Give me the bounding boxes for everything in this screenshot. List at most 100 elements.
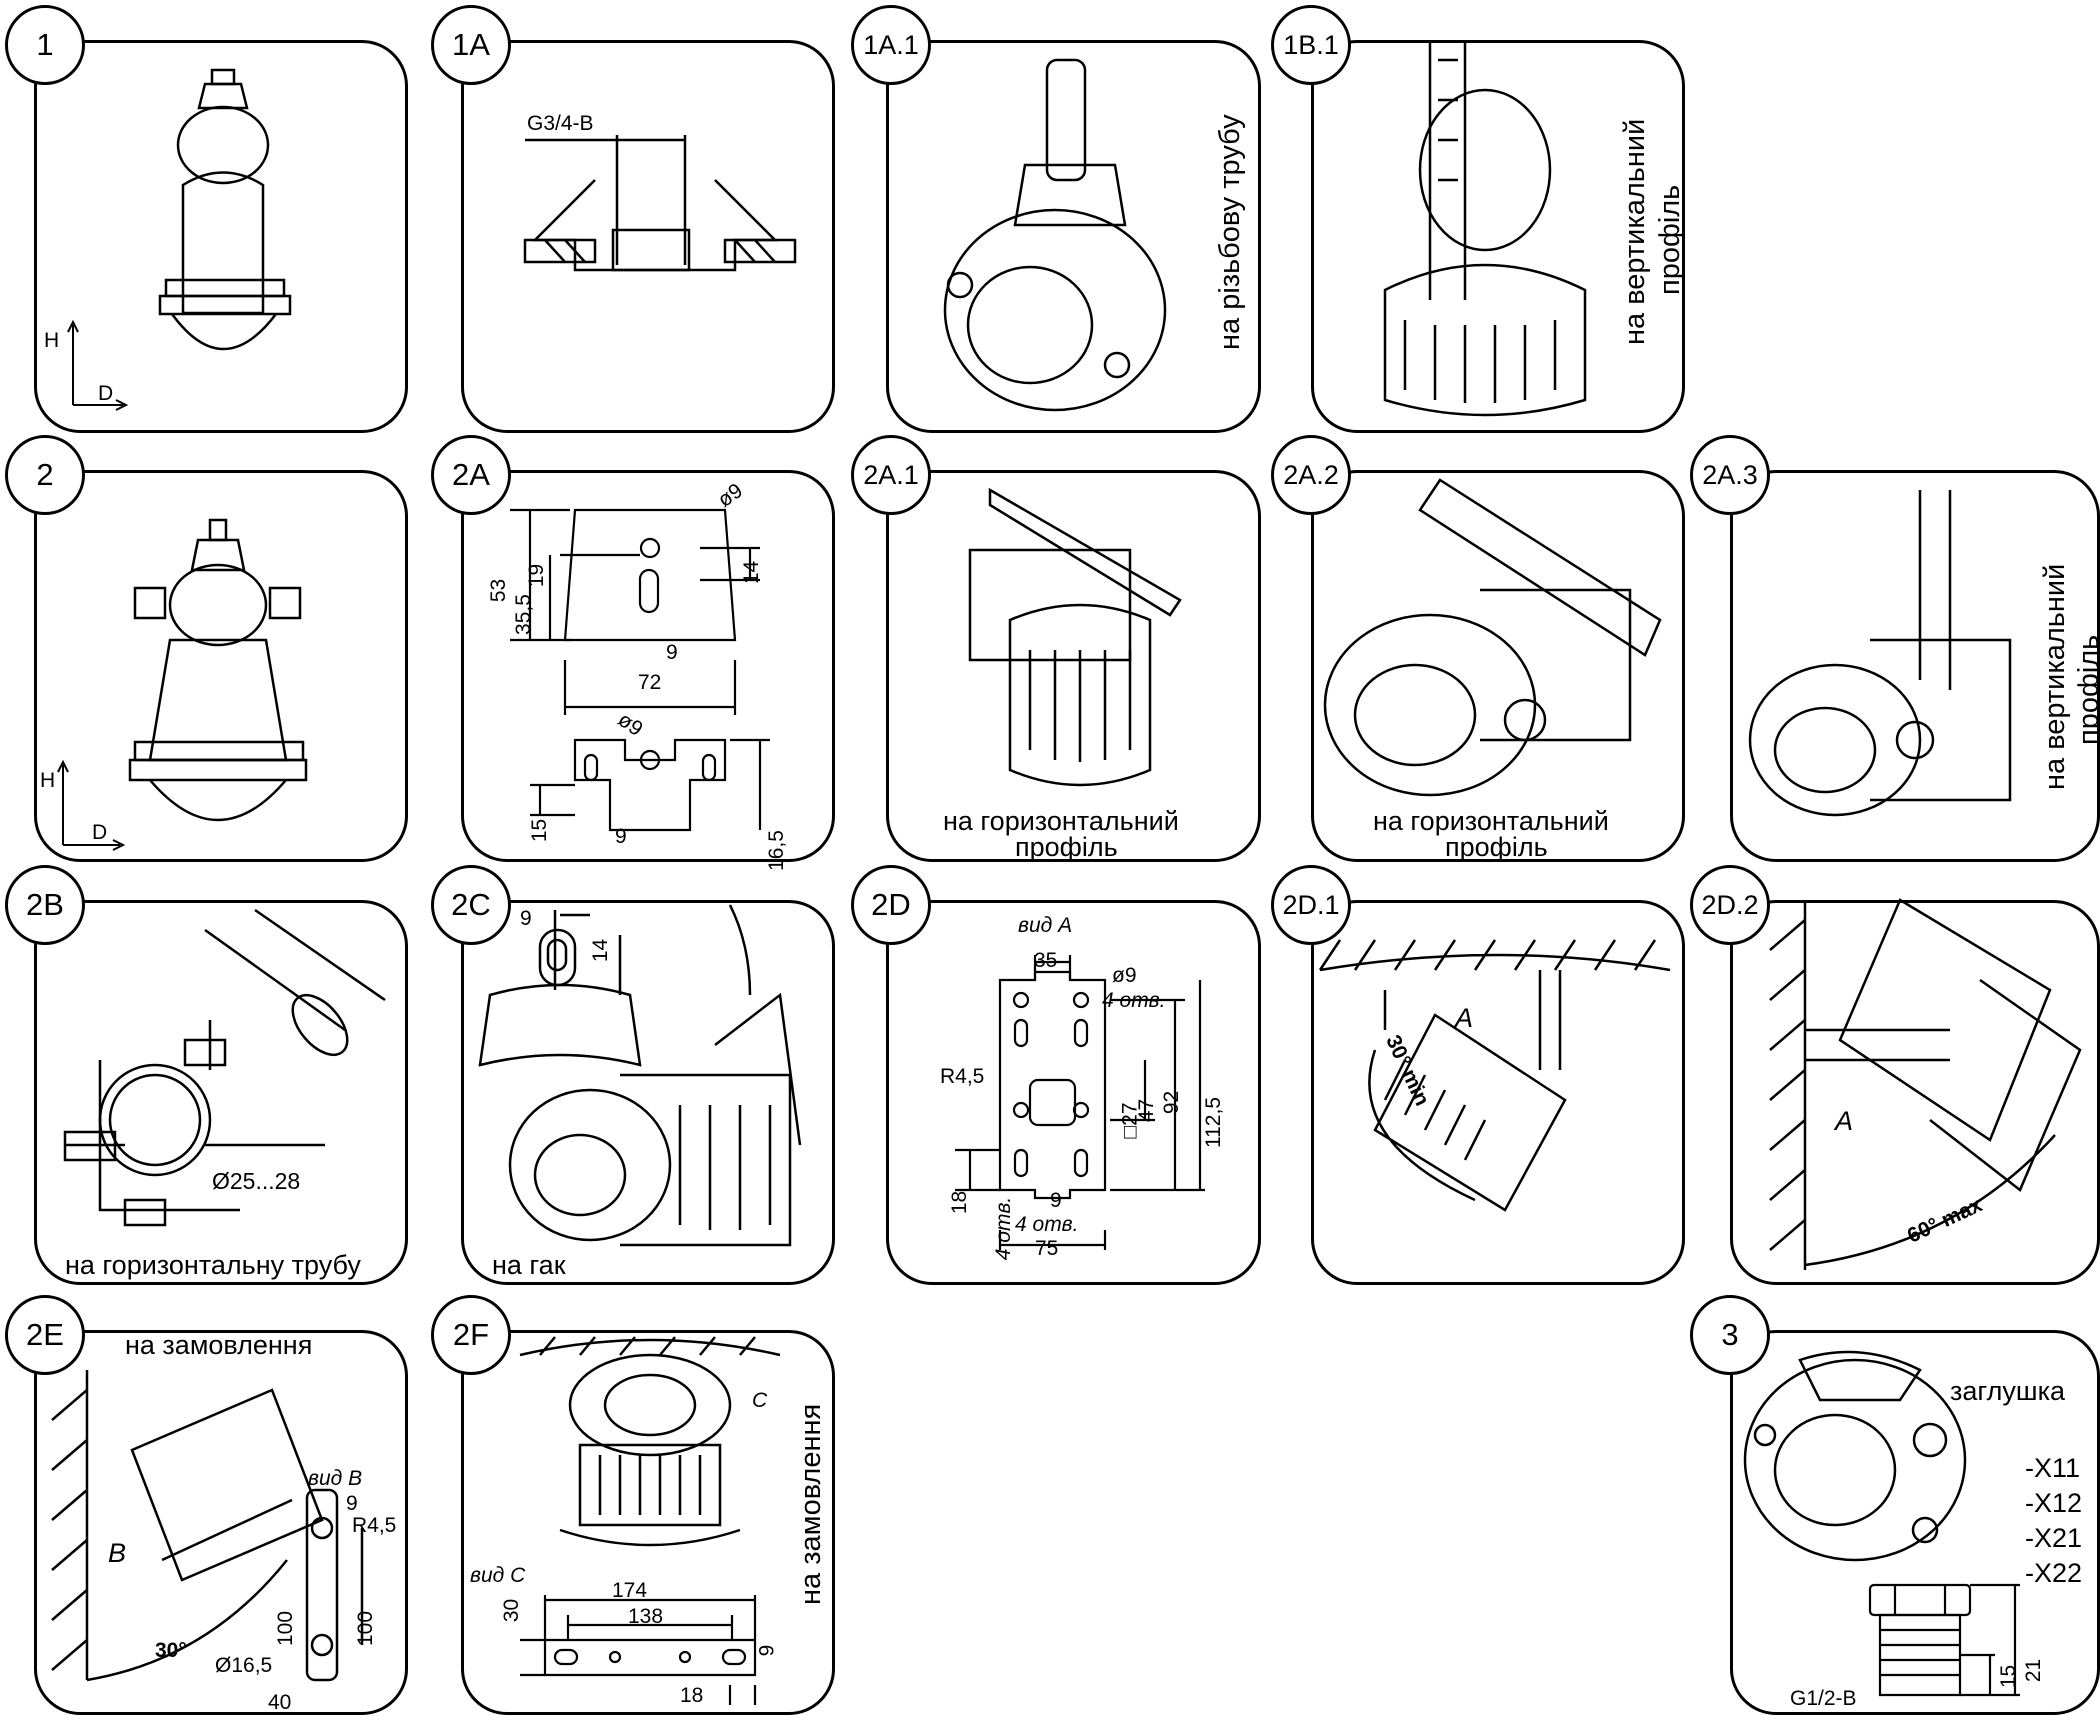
dim-2d-1125: 112,5	[1202, 1097, 1225, 1148]
panel-2A.1	[886, 470, 1261, 862]
caption-1A1: на різьбову трубу	[1214, 114, 1246, 350]
dim-2d-4-holes-bottom: 4 отв.	[1015, 1213, 1079, 1236]
panel-2E	[34, 1330, 408, 1715]
panel-badge-2A.3: 2A.3	[1690, 435, 1770, 515]
panel-badge-2D.2: 2D.2	[1690, 865, 1770, 945]
lamp-horizontal-profile-drawing	[950, 490, 1190, 820]
caption-2A1-line2: профіль	[1015, 832, 1118, 862]
caption-1B1-line2: профіль	[1654, 184, 1686, 295]
axes-icon-1	[68, 320, 128, 410]
lamp-horizontal-profile-front-drawing	[1320, 480, 1670, 820]
panel-2D.1	[1311, 900, 1685, 1285]
axes-icon-2	[58, 760, 128, 850]
hook-mount-drawing	[470, 905, 820, 1275]
panel-2D	[886, 900, 1261, 1285]
mounting-bar-drawing	[520, 1585, 780, 1705]
dim-2f-18: 18	[680, 1684, 704, 1707]
caption-2C: на гак	[492, 1250, 566, 1280]
dim-2b-diameter: Ø25...28	[212, 1168, 301, 1194]
terminal-x11: -X11	[2025, 1453, 2081, 1483]
dim-plug-21: 21	[2022, 1658, 2046, 1683]
dim-2e-100-left: 100	[274, 1610, 298, 1647]
dim-2e-d165: Ø16,5	[215, 1654, 273, 1677]
dim-2e-9: 9	[346, 1492, 358, 1515]
wall-mount-tilt-drawing	[42, 1360, 402, 1700]
dim-2d-18: 18	[948, 1190, 972, 1215]
dim-2f-30: 30	[500, 1598, 524, 1623]
panel-1B.1	[1311, 40, 1685, 433]
dim-2d-d9: ø9	[1112, 964, 1137, 987]
dim-2a-14: 14	[740, 560, 764, 585]
caption-2B: на горизонтальну трубу	[65, 1250, 361, 1280]
view-arrow-c: C	[752, 1389, 768, 1412]
axis-d-label-2: D	[92, 821, 108, 844]
panel-badge-2C: 2C	[431, 865, 511, 945]
panel-badge-1A.1: 1A.1	[851, 5, 931, 85]
panel-badge-2: 2	[5, 435, 85, 515]
dim-2e-40: 40	[268, 1691, 292, 1714]
dim-2c-9: 9	[520, 907, 532, 930]
panel-2C	[461, 900, 835, 1285]
coupling-section-drawing	[525, 130, 795, 310]
lamp-side-drawing	[150, 70, 300, 380]
panel-2	[34, 470, 408, 862]
ceiling-tilt-drawing	[1315, 930, 1675, 1230]
dim-2a-53: 53	[487, 578, 511, 603]
junction-box-drawing	[1740, 1340, 1970, 1570]
panel-badge-2F: 2F	[431, 1295, 511, 1375]
dim-2a-15: 15	[528, 818, 552, 843]
lamp-vertical-profile-front-drawing	[1740, 490, 2030, 840]
panel-2B	[34, 900, 408, 1285]
caption-2E: на замовлення	[125, 1330, 313, 1360]
caption-2A2-line2: профіль	[1445, 832, 1548, 862]
panel-badge-1B.1: 1B.1	[1271, 5, 1351, 85]
caption-2A1-line1: на горизонтальний	[943, 806, 1179, 836]
dim-2a-355: 35,5	[511, 594, 535, 635]
dim-plug-15: 15	[1997, 1664, 2021, 1689]
dim-2e-r45: R4,5	[352, 1514, 397, 1537]
pipe-clamp-drawing	[55, 910, 395, 1240]
axis-d-label: D	[98, 382, 114, 405]
angle-30-2e: 30°	[155, 1639, 187, 1662]
dim-2a-19: 19	[525, 563, 549, 588]
panel-badge-3: 3	[1690, 1295, 1770, 1375]
panel-badge-1: 1	[5, 5, 85, 85]
dim-2a-165: 16,5	[764, 830, 788, 871]
panel-badge-2A.2: 2A.2	[1271, 435, 1351, 515]
panel-badge-2E: 2E	[5, 1295, 85, 1375]
lamp-with-box-drawing	[130, 520, 310, 830]
lamp-vertical-profile-drawing	[1370, 40, 1600, 420]
view-b-label: вид В	[308, 1467, 363, 1490]
wall-tilt-drawing	[1750, 900, 2090, 1270]
dim-2d-47: 47	[1135, 1098, 1159, 1123]
axis-h-label-2: H	[40, 769, 56, 792]
dim-2d-35: 35	[1034, 949, 1058, 972]
dim-2d-75: 75	[1035, 1237, 1059, 1260]
caption-2A3-line2: профіль	[2073, 634, 2100, 745]
panel-2D.2	[1730, 900, 2100, 1285]
caption-2A2-line1: на горизонтальний	[1373, 806, 1609, 836]
terminal-x12: -X12	[2025, 1488, 2083, 1518]
dim-2d-r45: R4,5	[940, 1065, 985, 1088]
view-c-label: вид С	[470, 1564, 526, 1587]
dim-2a-72: 72	[638, 671, 662, 694]
label-zaglushka: заглушка	[1950, 1376, 2065, 1406]
panel-badge-2A.1: 2A.1	[851, 435, 931, 515]
view-a-label: вид А	[1018, 914, 1073, 937]
dim-2d-9: 9	[1050, 1189, 1062, 1212]
dim-2f-9: 9	[755, 1644, 779, 1657]
dim-2a-9-top: 9	[666, 641, 678, 664]
dim-2e-100-right: 100	[354, 1610, 378, 1647]
axis-h-label: H	[44, 329, 60, 352]
caption-2A3-line1: на вертикальний	[2039, 563, 2071, 790]
panel-2A	[461, 470, 835, 862]
view-arrow-a-2d2: A	[1835, 1106, 1854, 1136]
panel-badge-2A: 2A	[431, 435, 511, 515]
caption-2F: на замовлення	[795, 1403, 827, 1605]
dim-2c-14: 14	[589, 938, 613, 963]
dim-2d-4-holes-left: 4 отв.	[992, 1196, 1016, 1261]
ceiling-mount-drawing	[520, 1335, 790, 1555]
dim-2d-92: 92	[1160, 1090, 1184, 1115]
dim-g12b: G1/2-B	[1790, 1687, 1857, 1710]
dim-2d-4-holes-top: 4 отв.	[1102, 989, 1166, 1012]
